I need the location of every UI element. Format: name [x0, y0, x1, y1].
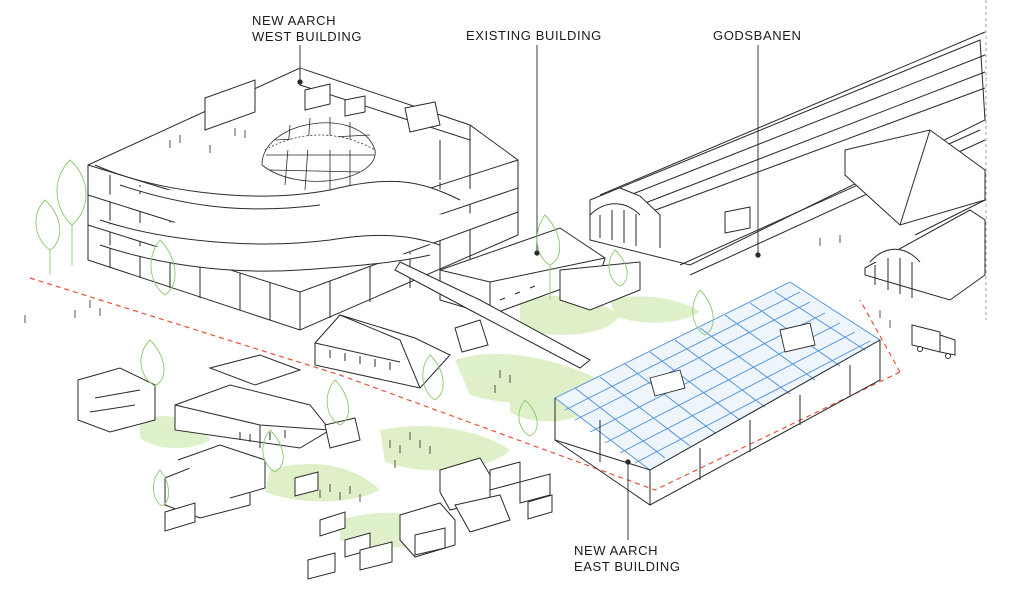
trees	[35, 159, 714, 507]
label-line: NEW AARCH	[252, 13, 337, 28]
label-existing-building: EXISTING BUILDING	[466, 28, 602, 44]
godsbanen-building	[589, 31, 986, 276]
east-building-base	[554, 339, 881, 506]
pavilions	[164, 417, 553, 580]
west-building	[87, 67, 519, 331]
label-line: EAST BUILDING	[574, 559, 681, 574]
label-godsbanen: GODSBANEN	[713, 28, 801, 44]
label-line: NEW AARCH	[574, 543, 659, 558]
label-line: WEST BUILDING	[252, 29, 363, 44]
label-line: EXISTING BUILDING	[466, 28, 602, 43]
label-leader-lines	[297, 45, 761, 540]
existing-building	[394, 227, 641, 369]
historic-buildings-west	[77, 354, 331, 519]
label-line: GODSBANEN	[713, 28, 802, 43]
label-new-aarch-east-building: NEW AARCH EAST BUILDING	[574, 543, 681, 575]
east-building	[554, 281, 881, 471]
label-new-aarch-west-building: NEW AARCH WEST BUILDING	[252, 13, 362, 45]
people	[24, 128, 891, 502]
dome-structure	[261, 117, 376, 191]
site-boundary-line	[29, 277, 901, 491]
godsbanen-side-hall	[864, 199, 986, 301]
landscape-green-areas	[140, 295, 700, 548]
farmhouse	[314, 314, 489, 389]
truck	[911, 324, 956, 359]
